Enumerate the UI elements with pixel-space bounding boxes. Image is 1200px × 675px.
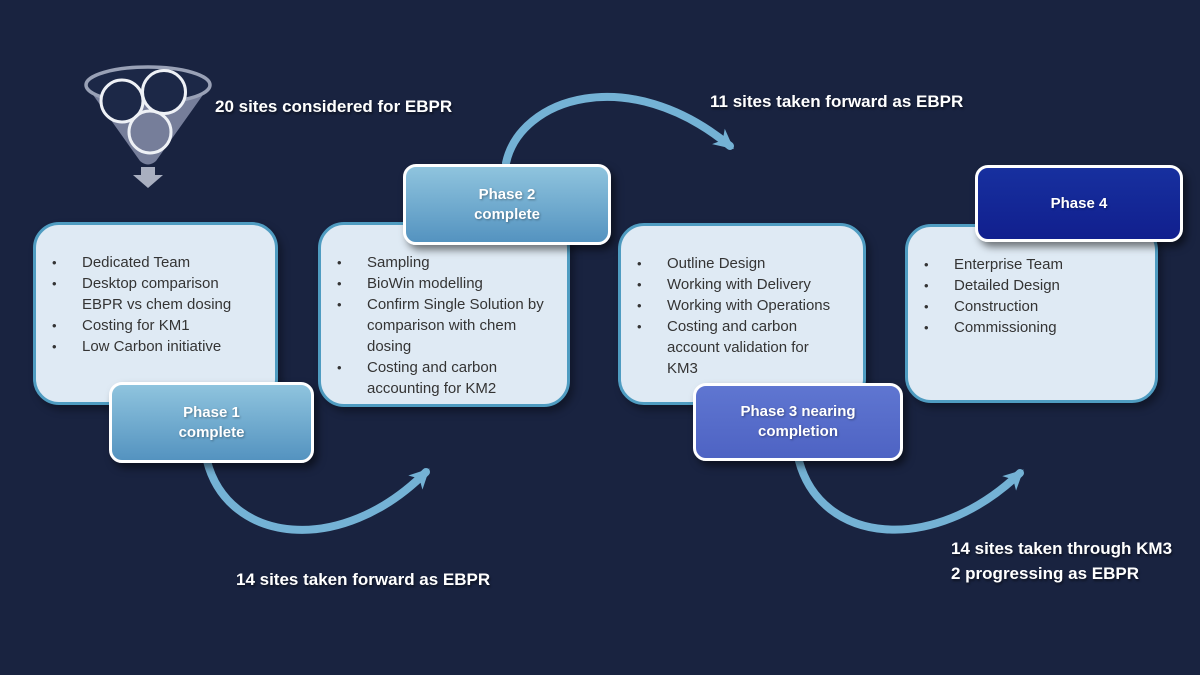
annotation-km3-line2: 2 progressing as EBPR — [951, 564, 1140, 583]
funnel-icon — [84, 65, 212, 188]
list-item: • Working with Operations — [637, 295, 843, 316]
list-item-text: Costing and carbon accounting for KM2 — [367, 359, 498, 397]
arrow-phase1-to-phase2 — [203, 457, 430, 534]
list-item-text: Enterprise Team — [954, 256, 1063, 273]
list-item: • Commissioning — [924, 317, 1143, 338]
list-item: • Construction — [924, 296, 1143, 317]
bullet-dot: • — [637, 256, 642, 271]
bullet-dot: • — [52, 318, 57, 333]
list-item-text: Outline Design — [667, 255, 766, 272]
bullet-dot: • — [924, 278, 929, 293]
phase-3-card: • Outline Design • Working with Delivery… — [618, 223, 866, 405]
annotation-sites-forward-phase1: 14 sites taken forward as EBPR — [236, 570, 491, 589]
list-item-text: Working with Delivery — [667, 276, 811, 293]
list-item-text: Costing and carbon account validation fo… — [667, 318, 809, 377]
list-item-text: BioWin modelling — [367, 275, 483, 292]
list-item-text: Sampling — [367, 254, 430, 271]
chip-label-line1: Phase 3 nearing — [740, 403, 856, 420]
annotation-sites-considered: 20 sites considered for EBPR — [215, 97, 453, 116]
list-item-text: Dedicated Team — [82, 254, 191, 271]
list-item: • Low Carbon initiative — [52, 336, 263, 357]
list-item-text: Working with Operations — [667, 297, 831, 314]
chip-label-line1: Phase 4 — [1050, 194, 1108, 212]
chip-label-line2: completion — [757, 423, 838, 440]
list-item: • Costing and carbon accounting for KM2 — [337, 357, 555, 399]
list-item: • Working with Delivery — [637, 274, 843, 295]
phase-1-card: • Dedicated Team • Desktop comparison EB… — [33, 222, 278, 405]
list-item: • Costing and carbon account validation … — [637, 316, 843, 379]
bullet-dot: • — [637, 319, 642, 334]
arrow-phase2-to-phase3 — [502, 93, 734, 167]
chip-label-line2: complete — [474, 205, 540, 223]
list-item: • Desktop comparison EBPR vs chem dosing — [52, 273, 263, 315]
bullet-dot: • — [52, 339, 57, 354]
funnel-circle-right — [141, 69, 187, 115]
list-item-text: Low Carbon initiative — [82, 338, 222, 355]
bullet-dot: • — [337, 255, 342, 270]
bullet-dot: • — [924, 299, 929, 314]
list-item-text: Desktop comparison EBPR vs chem dosing — [82, 275, 232, 313]
bullet-dot: • — [337, 297, 342, 312]
list-item-text: Construction — [954, 298, 1039, 315]
bullet-dot: • — [924, 320, 929, 335]
phase-4-status-chip: Phase 4 — [975, 165, 1183, 242]
chip-label-line1: Phase 2 — [478, 185, 536, 203]
annotation-sites-km3: 14 sites taken through KM3 2 progressing… — [951, 536, 1172, 586]
chip-label-line1: Phase 1 — [183, 403, 240, 421]
bullet-dot: • — [52, 255, 57, 270]
bullet-dot: • — [52, 276, 57, 291]
list-item-text: Confirm Single Solution by comparison wi… — [367, 296, 544, 355]
list-item: • Sampling — [337, 252, 555, 273]
list-item-text: Commissioning — [954, 319, 1057, 336]
funnel-circle-bottom — [127, 109, 173, 155]
phase-2-status-chip: Phase 2 complete — [403, 164, 611, 245]
bullet-dot: • — [637, 298, 642, 313]
annotation-km3-line1: 14 sites taken through KM3 — [951, 539, 1173, 558]
list-item: • Dedicated Team — [52, 252, 263, 273]
phase-2-card: • Sampling • BioWin modelling • Confirm … — [318, 222, 570, 407]
bullet-dot: • — [924, 257, 929, 272]
list-item: • Enterprise Team — [924, 254, 1143, 275]
down-arrow-icon — [133, 167, 163, 188]
bullet-dot: • — [337, 360, 342, 375]
bullet-dot: • — [637, 277, 642, 292]
annotation-sites-forward-phase2: 11 sites taken forward as EBPR — [710, 92, 964, 111]
list-item: • Outline Design — [637, 253, 843, 274]
bullet-dot: • — [337, 276, 342, 291]
phase-3-status-chip: Phase 3 nearing completion — [693, 383, 903, 461]
list-item-text: Costing for KM1 — [82, 317, 190, 334]
phase-4-card: • Enterprise Team • Detailed Design • Co… — [905, 224, 1158, 403]
phase-1-status-chip: Phase 1 complete — [109, 382, 314, 463]
chip-label-line2: complete — [178, 423, 245, 441]
list-item: • Confirm Single Solution by comparison … — [337, 294, 555, 357]
list-item: • BioWin modelling — [337, 273, 555, 294]
list-item: • Detailed Design — [924, 275, 1143, 296]
arrow-phase3-to-phase4 — [795, 457, 1024, 534]
list-item: • Costing for KM1 — [52, 315, 263, 336]
list-item-text: Detailed Design — [954, 277, 1060, 294]
